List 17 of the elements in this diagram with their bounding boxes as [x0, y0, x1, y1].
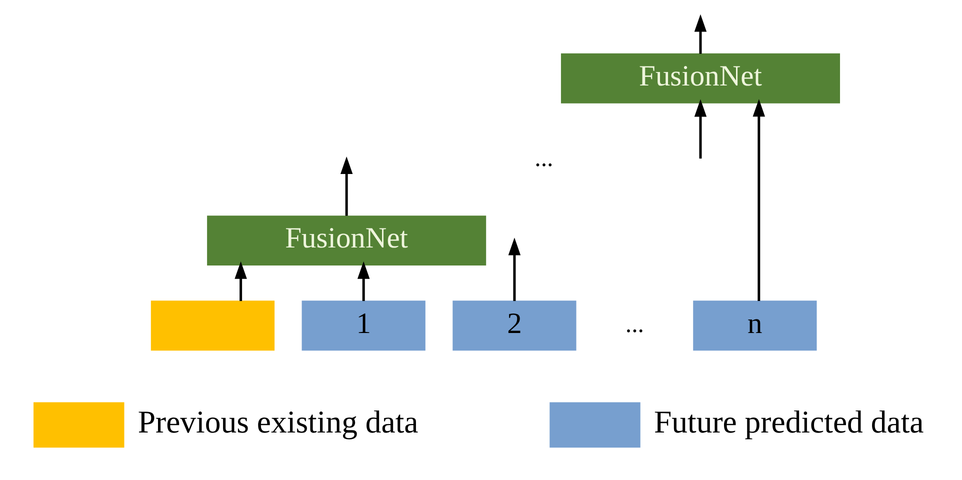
arrow: [357, 261, 370, 302]
node-box: FusionNet: [207, 216, 486, 266]
arrow: [694, 99, 707, 159]
arrow: [234, 261, 247, 302]
node-box: 2: [452, 300, 576, 351]
node-box: n: [693, 300, 817, 351]
arrow: [508, 238, 521, 302]
node-box: FusionNet: [560, 53, 840, 104]
legend-label: Previous existing data: [138, 404, 418, 440]
node-box: [150, 300, 275, 351]
legend-label: Future predicted data: [654, 404, 924, 440]
arrow: [694, 14, 707, 54]
arrow: [340, 156, 353, 216]
arrow: [752, 99, 766, 302]
node-box: 1: [302, 300, 426, 351]
label: ...: [534, 144, 554, 172]
label: ...: [625, 310, 644, 338]
